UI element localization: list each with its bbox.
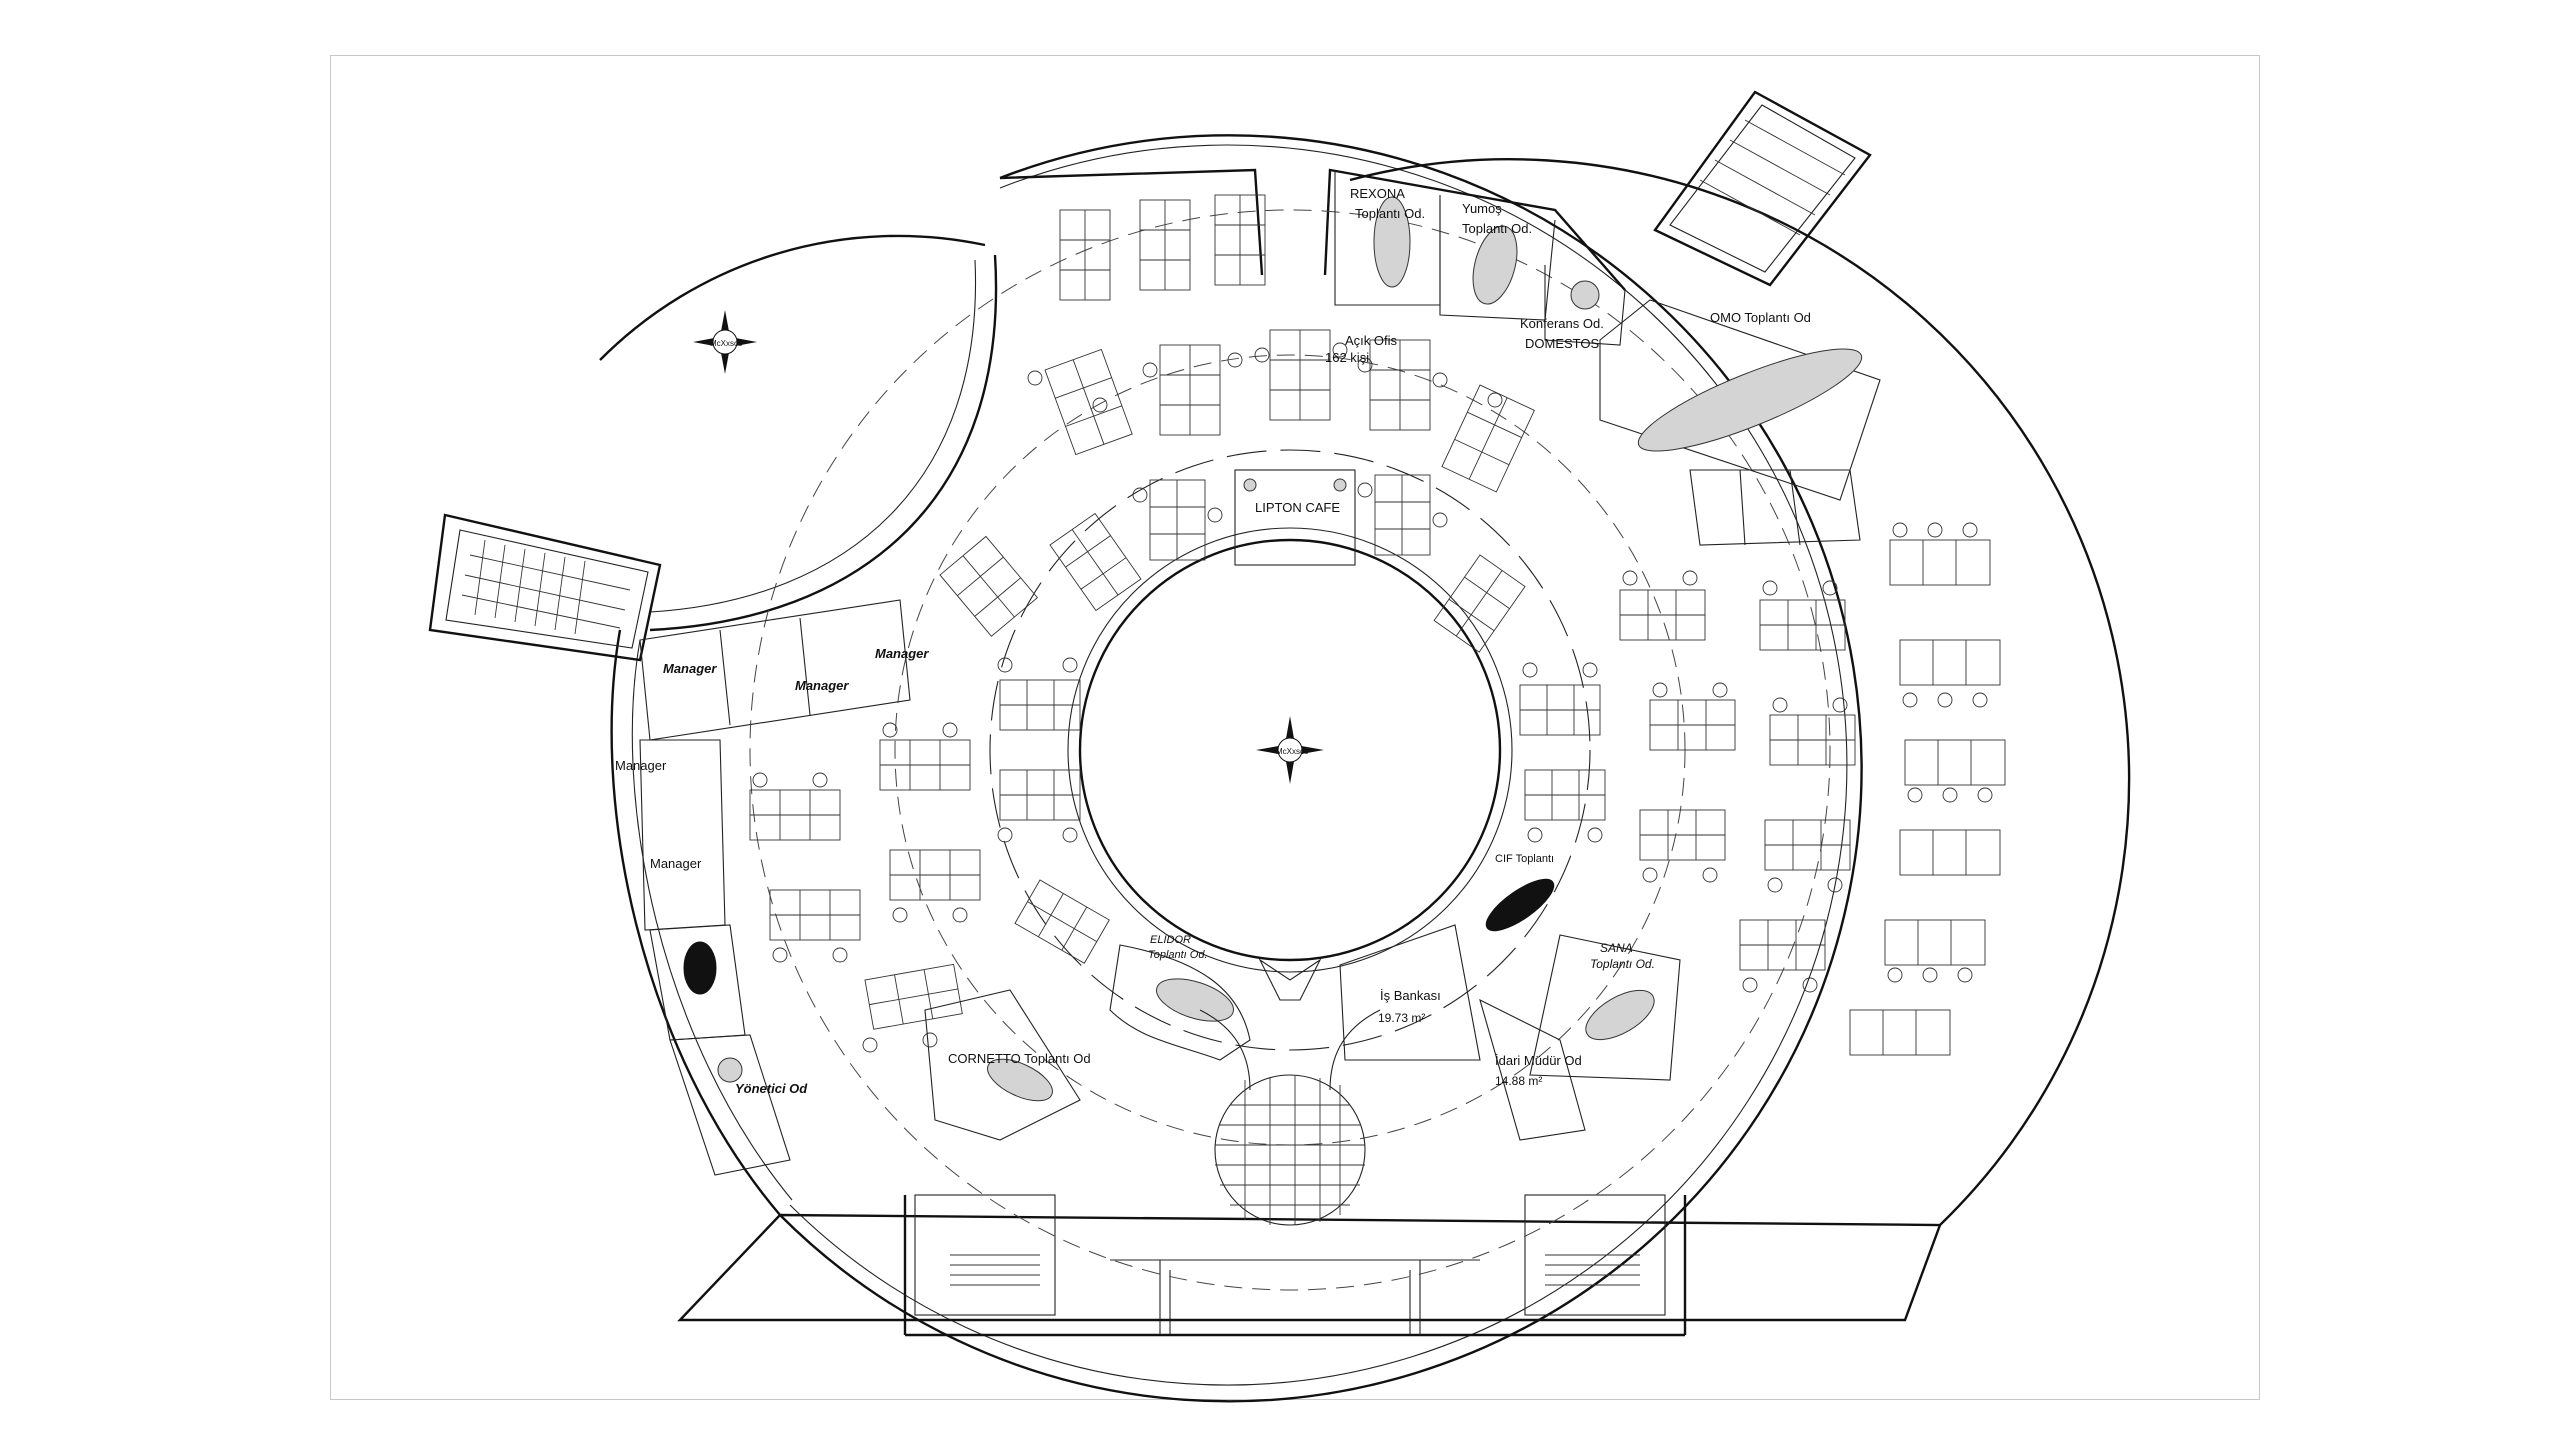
acik-ofis-label: Açık Ofis — [1345, 333, 1398, 348]
lipton-label: LIPTON CAFE — [1255, 500, 1340, 515]
compass-label-center: McXxsco — [1276, 747, 1309, 756]
yonetici-label: Yönetici Od — [735, 1081, 808, 1096]
omo-label: OMO Toplantı Od — [1710, 310, 1811, 325]
sana-sub-label: Toplantı Od. — [1590, 957, 1655, 971]
sana-label: SANA — [1600, 941, 1633, 955]
compass-rose-north — [693, 310, 757, 374]
manager-label-4: Manager — [615, 758, 667, 773]
stair-right — [1653, 90, 1872, 287]
domestos-label: DOMESTOS — [1525, 336, 1599, 351]
idari-label: İdari Müdür Od — [1495, 1053, 1582, 1068]
manager-label-1: Manager — [663, 661, 717, 676]
workstations — [749, 194, 2006, 1056]
is-bankasi-area: 19.73 m² — [1378, 1011, 1425, 1025]
outer-walls — [599, 134, 2131, 1403]
lipton-cafe — [1234, 469, 1356, 566]
yumos-sub-label: Toplantı Od. — [1462, 221, 1532, 236]
idari-area: 14.88 m² — [1495, 1074, 1542, 1088]
entrance-block — [677, 1194, 1942, 1337]
cornetto-label: CORNETTO Toplantı Od — [948, 1051, 1091, 1066]
is-bankasi-label: İş Bankası — [1380, 988, 1441, 1003]
acik-ofis-count: 162 kişi — [1325, 350, 1369, 365]
stair-left — [428, 513, 662, 662]
meeting-rooms — [639, 170, 1881, 1176]
chairs — [752, 342, 1993, 1053]
cif-label: CIF Toplantı — [1495, 853, 1554, 865]
konferans-label: Konferans Od. — [1520, 316, 1604, 331]
rexona-label: REXONA — [1350, 186, 1405, 201]
compass-label-north: McXxsco — [710, 339, 743, 348]
compass-rose-center — [1256, 716, 1324, 784]
manager-label-5: Manager — [650, 856, 702, 871]
yumos-label: Yumoş — [1462, 201, 1502, 216]
manager-label-2: Manager — [795, 678, 849, 693]
manager-label-3: Manager — [875, 646, 929, 661]
lobby-feature — [1199, 958, 1381, 1226]
elidor-label: ELIDOR — [1150, 934, 1191, 946]
rexona-sub-label: Toplantı Od. — [1355, 206, 1425, 221]
elidor-sub-label: Toplantı Od. — [1148, 949, 1208, 961]
